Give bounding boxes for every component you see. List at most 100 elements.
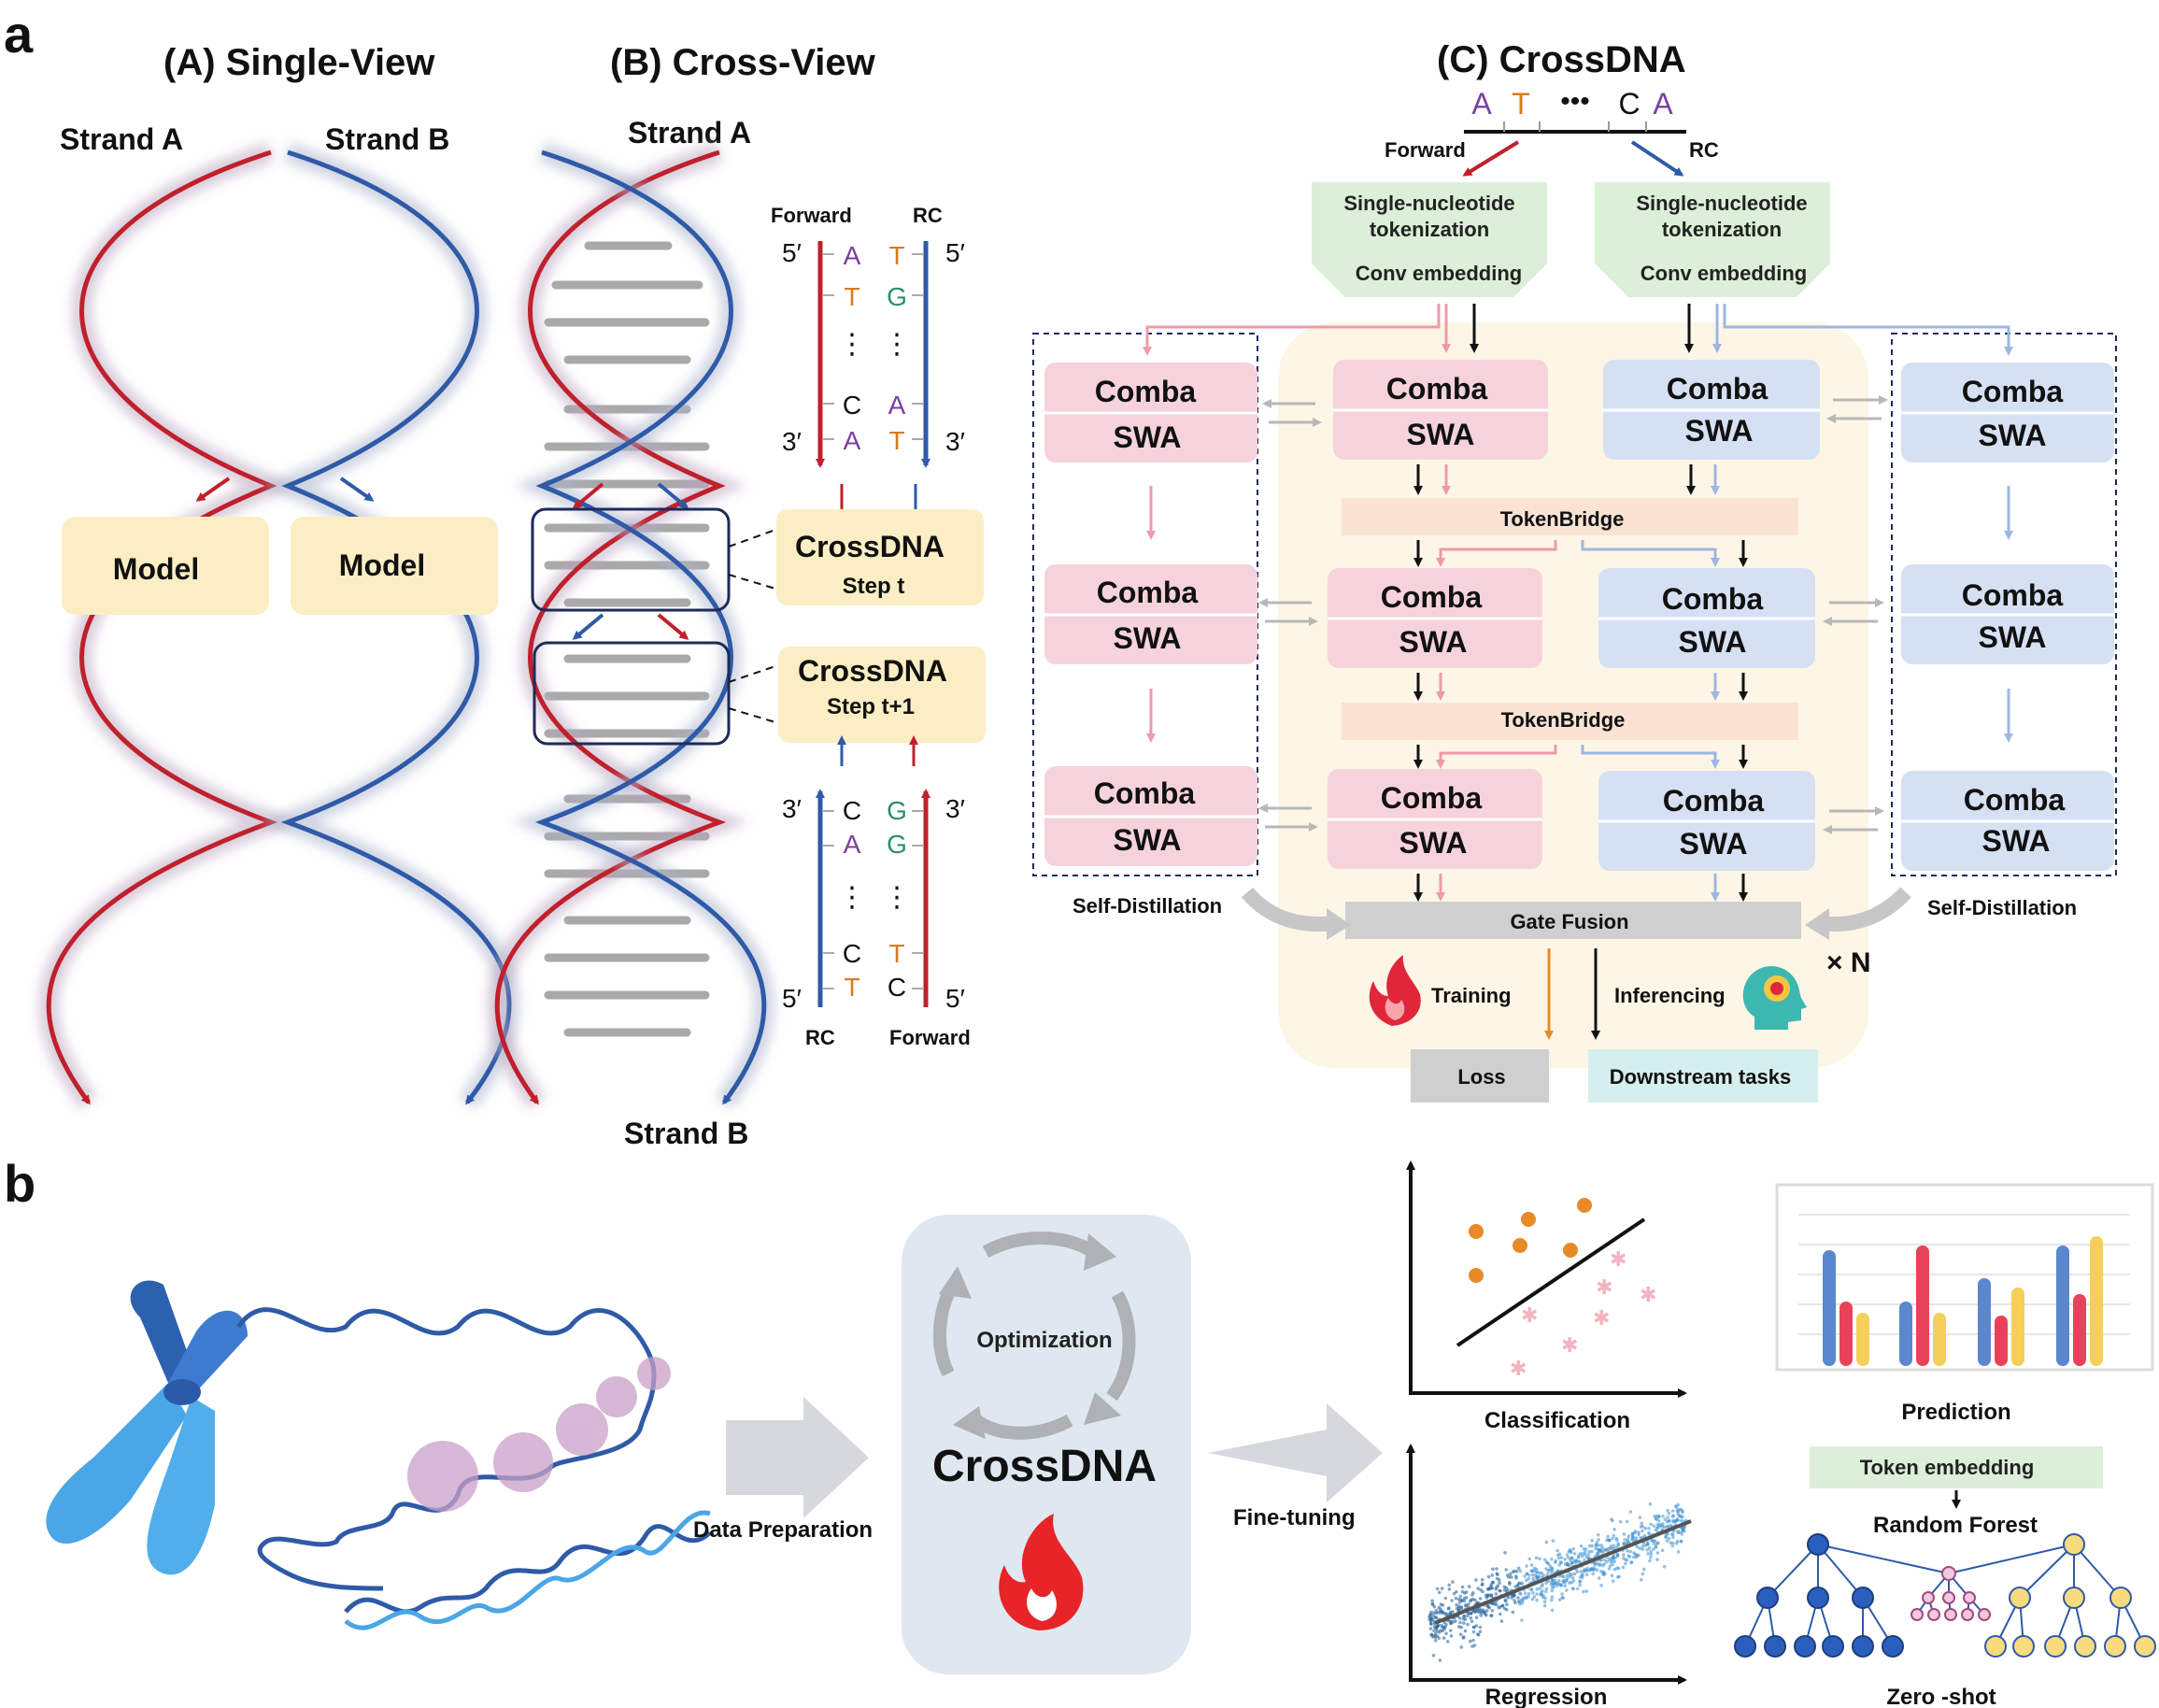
regression-point [1438, 1658, 1442, 1662]
brain-head-icon [1742, 966, 1807, 1030]
regression-point [1470, 1619, 1474, 1624]
regression-point [1622, 1557, 1626, 1560]
regression-point [1569, 1549, 1572, 1553]
regression-point [1432, 1604, 1437, 1609]
regression-point [1655, 1558, 1659, 1561]
regression-point [1464, 1596, 1469, 1600]
regression-point [1484, 1593, 1488, 1598]
regression-point [1557, 1563, 1561, 1567]
crossdna-step-t-box [776, 509, 984, 605]
loss-box [1411, 1049, 1549, 1103]
svg-text:Comba: Comba [1094, 776, 1196, 810]
window-step-t1 [533, 641, 731, 746]
regression-point [1607, 1567, 1612, 1571]
regression-point [1538, 1557, 1541, 1560]
regression-point [1610, 1573, 1614, 1577]
regression-point [1589, 1567, 1594, 1571]
regression-point [1435, 1630, 1440, 1633]
regression-point [1540, 1593, 1543, 1597]
regression-point [1674, 1504, 1678, 1508]
regression-point [1489, 1614, 1494, 1617]
regression-point [1610, 1546, 1614, 1550]
top-forward-dots: ⋮ [838, 329, 866, 360]
regression-point [1630, 1531, 1635, 1536]
regression-point [1557, 1552, 1562, 1557]
regression-point [1578, 1580, 1583, 1584]
regression-point [1626, 1554, 1630, 1558]
regression-point [1467, 1585, 1471, 1588]
regression-point [1474, 1615, 1479, 1619]
regression-point [1513, 1585, 1517, 1588]
regression-point [1535, 1587, 1539, 1591]
regression-point [1641, 1529, 1644, 1533]
regression-point [1667, 1536, 1671, 1541]
svg-text:Comba: Comba [1962, 578, 2064, 612]
regression-point [1533, 1566, 1537, 1571]
regression-point [1649, 1552, 1654, 1557]
regression-point [1542, 1558, 1547, 1562]
regression-point [1544, 1581, 1548, 1586]
regression-point [1559, 1556, 1564, 1559]
single-view-model-left-label: Model [113, 552, 199, 586]
regression-point [1429, 1616, 1433, 1621]
regression-point [1469, 1615, 1473, 1620]
regression-point [1549, 1583, 1554, 1587]
regression-point [1642, 1567, 1646, 1572]
regression-point [1647, 1527, 1651, 1530]
svg-text:SWA: SWA [1982, 824, 2051, 858]
regression-point [1504, 1568, 1508, 1572]
regression-point [1429, 1610, 1433, 1615]
regression-point [1457, 1625, 1461, 1629]
regression-plot [1406, 1444, 1692, 1685]
regression-point [1565, 1578, 1569, 1583]
crossdna-step-t1-title: CrossDNA [798, 654, 947, 688]
regression-point [1527, 1573, 1531, 1577]
classification-plot: ✱✱ ✱✱ ✱✱ ✱ [1406, 1160, 1687, 1398]
bottom-5prime-right: 5′ [945, 984, 965, 1013]
single-view-strand-a [38, 142, 301, 1109]
regression-point [1517, 1581, 1521, 1586]
regression-point [1678, 1530, 1683, 1534]
regression-point [1442, 1636, 1446, 1640]
regression-point [1626, 1540, 1630, 1544]
regression-point [1550, 1595, 1555, 1599]
regression-point [1541, 1573, 1545, 1577]
regression-point [1641, 1544, 1645, 1548]
regression-point [1444, 1631, 1448, 1636]
regression-point [1670, 1515, 1675, 1518]
seq-base-right-1: C [1618, 87, 1640, 121]
regression-point [1502, 1606, 1507, 1611]
regression-point [1591, 1572, 1595, 1576]
regression-point [1439, 1629, 1442, 1632]
bottom-forward-label: Forward [889, 1026, 971, 1049]
regression-point [1478, 1625, 1483, 1630]
top-forward-base-3: C [843, 391, 861, 420]
regression-point [1670, 1532, 1675, 1536]
bottom-forward-base-1: G [887, 796, 907, 825]
fine-tuning-label: Fine-tuning [1233, 1505, 1356, 1530]
regression-point [1550, 1569, 1555, 1573]
regression-point [1617, 1574, 1621, 1579]
token-embedding-box [1810, 1446, 2103, 1488]
regression-point [1455, 1602, 1458, 1607]
regression-point [1579, 1570, 1583, 1573]
top-3prime-right: 3′ [945, 427, 965, 456]
regression-point [1432, 1625, 1437, 1630]
regression-point [1535, 1598, 1539, 1602]
regression-point [1655, 1525, 1660, 1530]
self-distill-right-label: Self-Distillation [1927, 896, 2077, 919]
regression-point [1570, 1556, 1574, 1559]
regression-point [1462, 1621, 1466, 1625]
regression-point [1681, 1529, 1684, 1533]
regression-point [1570, 1580, 1573, 1585]
regression-point [1584, 1573, 1589, 1577]
regression-point [1516, 1596, 1520, 1600]
regression-point [1584, 1569, 1587, 1573]
regression-point [1446, 1613, 1450, 1616]
tokenbridge-2 [1342, 703, 1798, 740]
regression-point [1534, 1556, 1539, 1560]
regression-point [1596, 1561, 1599, 1566]
regression-point [1649, 1549, 1654, 1554]
regression-point [1550, 1577, 1555, 1582]
bottom-rc-dots: ⋮ [838, 882, 866, 913]
